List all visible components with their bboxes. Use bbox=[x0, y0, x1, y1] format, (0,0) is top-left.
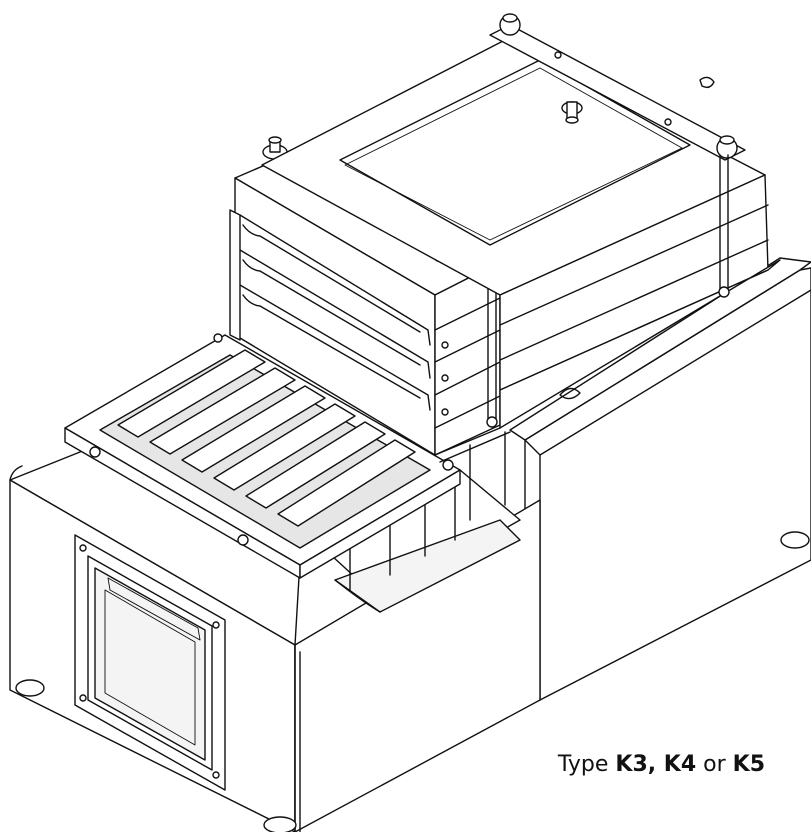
type-caption: Type K3, K4 or K5 bbox=[558, 752, 765, 777]
sieve-tray bbox=[64, 333, 461, 579]
caption-joiner: or bbox=[696, 752, 733, 777]
caption-model-b: K5 bbox=[732, 752, 765, 777]
front-access-panel bbox=[74, 534, 226, 791]
sieve-stack-rear bbox=[261, 13, 781, 429]
base-top-edge bbox=[434, 427, 511, 521]
caption-prefix: Type bbox=[557, 752, 616, 777]
caption-model-a: K3, K4 bbox=[615, 752, 697, 777]
